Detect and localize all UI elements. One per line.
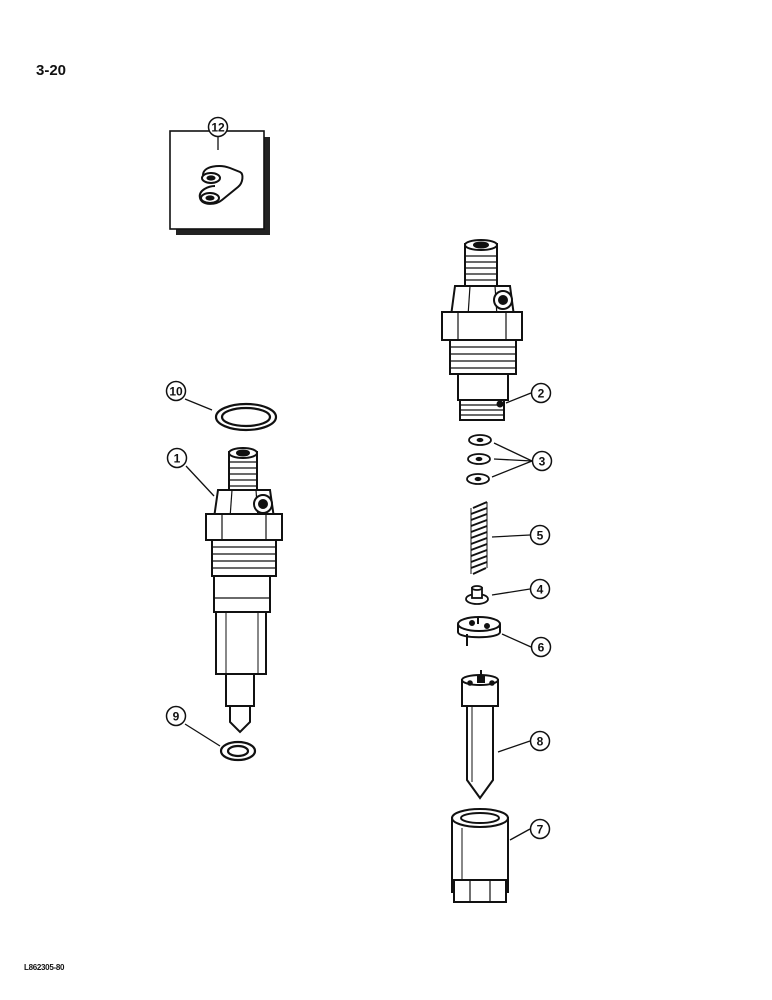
callout-number: 4 xyxy=(537,583,544,597)
callout-number: 10 xyxy=(169,385,183,399)
nozzle-holder-body-part xyxy=(441,239,523,421)
callout-10: 10 xyxy=(165,380,187,402)
callout-4: 4 xyxy=(529,578,551,600)
intermediate-plate-part xyxy=(457,616,501,646)
spring-seat-part xyxy=(465,585,489,605)
clip-part xyxy=(198,165,244,205)
callout-number: 9 xyxy=(173,710,180,724)
callout-number: 3 xyxy=(539,455,546,469)
callout-8: 8 xyxy=(529,730,551,752)
page-number: 3-20 xyxy=(36,62,67,79)
callout-5: 5 xyxy=(529,524,551,546)
copper-washer-part xyxy=(219,740,257,762)
callout-number: 2 xyxy=(538,387,545,401)
nozzle-part xyxy=(461,670,499,800)
injector-assembly-part xyxy=(205,447,283,734)
shim-washers-part xyxy=(466,434,492,485)
callout-6: 6 xyxy=(530,636,552,658)
callout-2: 2 xyxy=(530,382,552,404)
callout-9: 9 xyxy=(165,705,187,727)
callout-number: 8 xyxy=(537,735,544,749)
callout-number: 7 xyxy=(537,823,544,837)
callout-number: 1 xyxy=(174,452,181,466)
spring-part xyxy=(470,501,488,575)
leader-lines xyxy=(184,134,533,841)
callout-7: 7 xyxy=(529,818,551,840)
nozzle-nut-part xyxy=(451,808,509,903)
callout-12: 12 xyxy=(207,116,229,138)
clip-inset-box xyxy=(169,130,270,235)
callout-3: 3 xyxy=(531,450,553,472)
callout-number: 6 xyxy=(538,641,545,655)
sealing-ring-part xyxy=(214,402,278,432)
callout-1: 1 xyxy=(166,447,188,469)
figure-code: L862305-80 xyxy=(24,963,65,972)
callout-number: 5 xyxy=(537,529,544,543)
callout-number: 12 xyxy=(211,121,225,135)
